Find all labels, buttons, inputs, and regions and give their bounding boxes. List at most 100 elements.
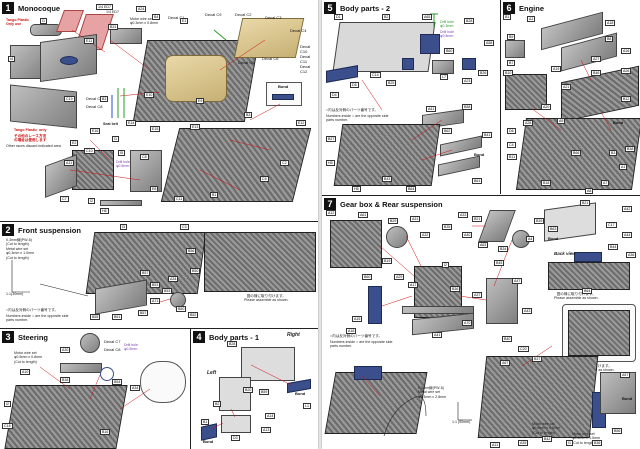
right-manual-page: 5 Body parts - 2 Drill hole φ0.3mm Drill…	[322, 0, 640, 449]
part-number-label: 1/4 ED7	[96, 4, 113, 10]
section-4-body-parts-1: 4 Body parts - 1 Right Left Bond Bond B2…	[190, 328, 318, 449]
part-number-label: A10	[20, 369, 31, 375]
decal-label: Decal C4	[290, 28, 307, 33]
part-number-label: B53	[162, 288, 173, 294]
part-number-label: B64	[406, 186, 417, 192]
part-number-label: A40	[462, 232, 473, 238]
drill-note: Drill hole φ0.8mm	[440, 30, 454, 39]
part-number-label: A44	[622, 232, 633, 238]
part-number-label: B52	[188, 312, 199, 318]
part-number-label: I2	[4, 401, 11, 407]
part-number-label: A15	[352, 316, 363, 322]
part-number-label: B46	[591, 70, 602, 76]
bond-label: Bond	[295, 391, 306, 396]
part-number-label: A14	[265, 413, 276, 419]
part-number-label: B2	[213, 401, 222, 407]
part-number-label: A16	[346, 328, 357, 334]
part-number-label: B21	[472, 216, 483, 222]
part-number-label: B64	[582, 288, 593, 294]
step-number: 5	[324, 2, 336, 14]
part-number-label: A19	[551, 66, 562, 72]
blue-small-part	[402, 58, 414, 70]
part-number-label: A17	[408, 282, 419, 288]
decal-label: Decal C9	[205, 12, 222, 17]
part-number-label: C19	[64, 96, 75, 102]
decal-label: Decal C1	[168, 15, 185, 20]
part-number-label: A71	[150, 298, 161, 304]
part-number-label: B61	[472, 178, 483, 184]
wheel-part	[80, 333, 100, 353]
decal-label: Decal C10	[300, 44, 311, 54]
side-panel-part	[219, 377, 251, 411]
part-number-label: A26	[621, 68, 632, 74]
bond-label: Bond	[203, 439, 214, 444]
upright-assembly	[486, 278, 518, 324]
parts-list: 1/4 ED7	[106, 10, 119, 15]
part-number-label: B35	[442, 224, 453, 230]
part-number-label: A1	[527, 16, 536, 22]
decal-label: Decal C7	[104, 339, 121, 344]
front-view-assembly	[204, 232, 316, 292]
part-number-label: A30	[60, 347, 71, 353]
blue-cooler-part	[368, 286, 382, 324]
decal-label: Decal C2	[235, 12, 252, 17]
part-number-label: B21	[580, 200, 591, 206]
part-number-label: B16	[100, 429, 111, 435]
part-number-label: E9	[196, 98, 205, 104]
opposite-note-en: Numbers inside ○ are the opposite side p…	[330, 340, 393, 349]
part-number-label: A18	[605, 20, 616, 26]
section-header: 1 Monocoque	[2, 2, 60, 14]
part-number-label: B31	[108, 24, 119, 30]
part-number-label: D6	[507, 128, 516, 134]
part-number-label: B37	[532, 356, 543, 362]
blue-cooler-part	[354, 366, 382, 380]
part-number-label: B28	[227, 341, 238, 347]
part-number-label: L7	[440, 74, 448, 80]
part-number-label: C17	[606, 222, 617, 228]
step-title: Engine	[519, 3, 545, 13]
part-number-label: E10	[144, 92, 155, 98]
part-number-label: C7	[60, 196, 69, 202]
section-header: 2 Front suspension	[2, 224, 81, 236]
part-number-label: I2	[442, 262, 449, 268]
part-number-label: A35	[518, 440, 529, 446]
manifold-part	[505, 40, 525, 58]
part-number-label: B41	[482, 132, 493, 138]
part-number-label: B20	[243, 387, 254, 393]
part-number-label: B3	[100, 96, 109, 102]
part-number-label: A67	[500, 360, 511, 366]
back-view-assembly	[548, 262, 630, 290]
part-number-label: A12	[326, 210, 337, 216]
step-number: 4	[193, 331, 205, 343]
right-label: Right	[287, 332, 300, 338]
part-number-label: E16	[90, 128, 101, 134]
part-number-label: B53	[150, 282, 161, 288]
part-number-label: B8	[605, 36, 614, 42]
part-number-label: E11	[84, 38, 95, 44]
decal-label: Decal C8	[86, 104, 103, 109]
part-number-label: C2	[280, 160, 289, 166]
leader-lines	[361, 13, 453, 161]
part-number-label: I4	[8, 56, 15, 62]
bond-label: Bond	[548, 236, 559, 241]
part-number-label: B42	[542, 436, 553, 442]
part-number-label: C16	[2, 423, 13, 429]
drill-note: Drill hole φ0.5mm	[116, 160, 130, 169]
part-number-label: C10	[84, 148, 95, 154]
part-number-label: A33	[458, 212, 469, 218]
part-number-label: A36	[626, 252, 637, 258]
part-number-label: C4	[507, 142, 516, 148]
part-number-label: B1	[201, 419, 210, 425]
leader-lines	[39, 366, 151, 410]
part-number-label: B50	[190, 268, 201, 274]
decal-label: Decal C5	[238, 60, 255, 65]
leader-lines	[210, 364, 292, 430]
part-number-label: B27	[326, 136, 337, 142]
part-number-label: E12	[296, 120, 307, 126]
part-number-label: A31	[410, 216, 421, 222]
opposite-note-en: Numbers inside ○ are the opposite side p…	[6, 314, 69, 323]
part-number-label: A1	[619, 164, 628, 170]
part-number-label: B43	[382, 176, 393, 182]
part-number-label: B1	[210, 192, 219, 198]
part-number-label: B29	[388, 218, 399, 224]
